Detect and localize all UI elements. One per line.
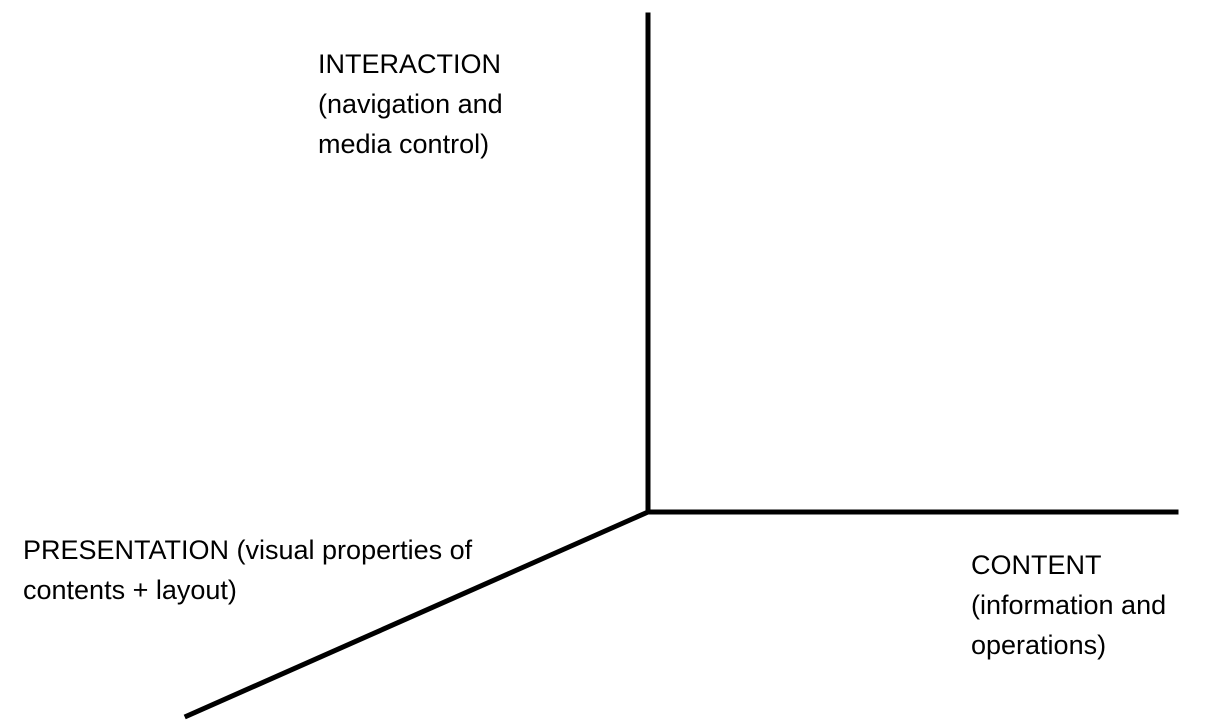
content-label-line-1: CONTENT	[971, 550, 1102, 580]
content-label-line-2: (information and	[971, 590, 1167, 620]
content-label-line-3: operations)	[971, 630, 1107, 660]
presentation-label-line-2: contents + layout)	[23, 575, 237, 605]
interaction-label-line-1: INTERACTION	[318, 49, 502, 79]
interaction-label-line-2: (navigation and	[318, 89, 503, 119]
presentation-axis-label: PRESENTATION (visual properties of conte…	[23, 530, 472, 610]
presentation-axis-line	[183, 508, 652, 720]
content-axis-label: CONTENT (information and operations)	[971, 545, 1166, 665]
interaction-axis-label: INTERACTION (navigation and media contro…	[318, 44, 503, 164]
presentation-label-line-1: PRESENTATION (visual properties of	[23, 535, 473, 565]
interaction-label-line-3: media control)	[318, 129, 490, 159]
